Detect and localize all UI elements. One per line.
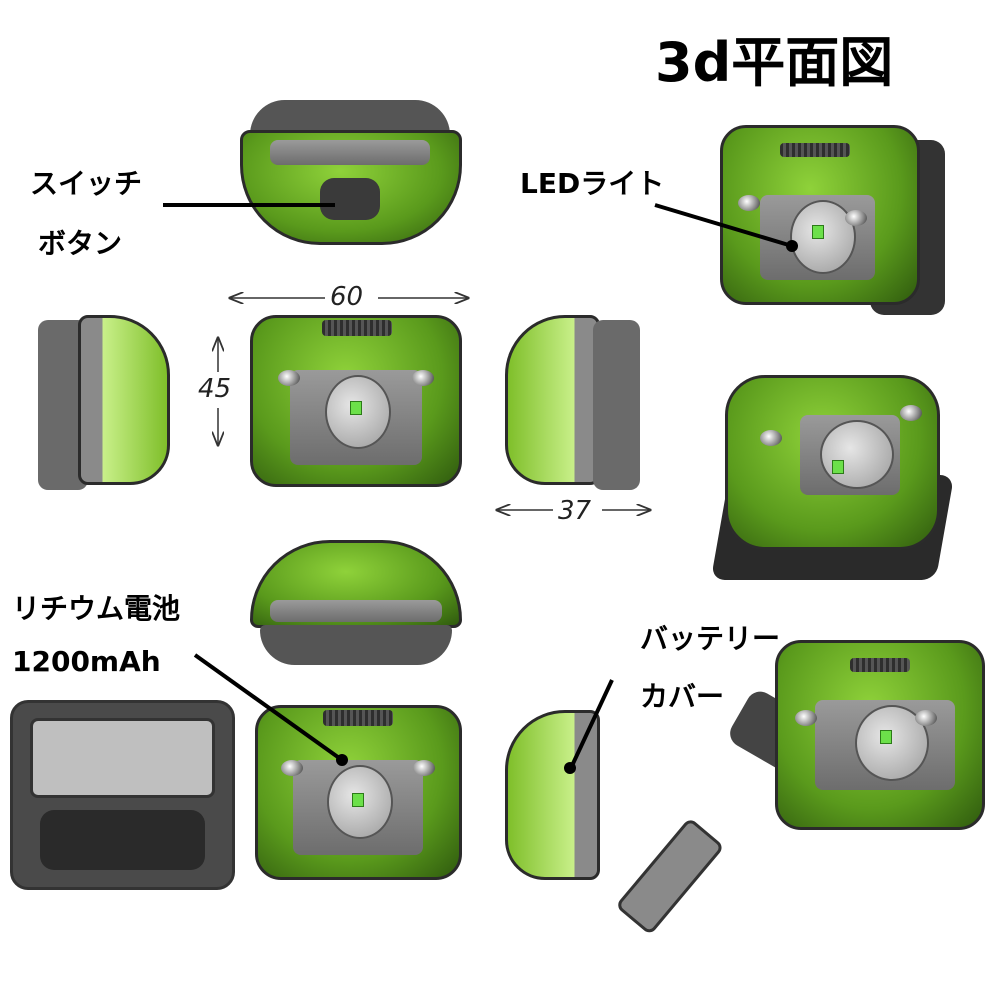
switch-button	[320, 178, 380, 220]
switch-label-2: ボタン	[38, 227, 123, 260]
right-side-view	[505, 315, 640, 497]
led-leader-line	[654, 203, 793, 248]
perspective-view-2	[710, 375, 955, 580]
switch-label-1: スイッチ	[30, 167, 143, 200]
front-view	[250, 315, 462, 497]
back-view	[10, 700, 235, 890]
cover-label-2: カバー	[640, 680, 725, 713]
cover-label-1: バッテリー	[640, 622, 781, 655]
depth-dimension: 37	[558, 496, 592, 526]
height-dimension: 45	[198, 374, 232, 404]
battery-label-1: リチウム電池	[12, 592, 181, 625]
top-view	[240, 100, 462, 245]
perspective-view-1	[720, 125, 945, 325]
perspective-view-3	[725, 640, 985, 840]
cover-leader-line	[568, 679, 614, 771]
left-side-view	[38, 315, 170, 497]
battery-leader-line	[193, 653, 344, 762]
diagram-title: 3d平面図	[655, 31, 894, 94]
battery-label-2: 1200mAh	[12, 645, 161, 678]
led-label: LEDライト	[520, 167, 665, 200]
width-dimension: 60	[330, 282, 364, 312]
front-view-battery	[255, 705, 462, 890]
bottom-view	[250, 540, 462, 668]
